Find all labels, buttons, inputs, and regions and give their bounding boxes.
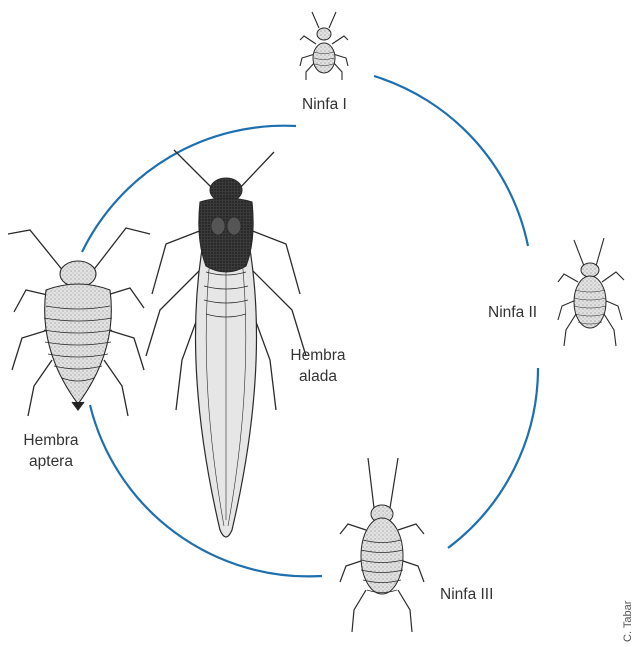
- label-hembra-alada: Hembra alada: [282, 345, 354, 387]
- label-ninfa-2: Ninfa II: [488, 302, 537, 323]
- cycle-arcs: [82, 76, 538, 576]
- label-ninfa-1: Ninfa I: [302, 94, 347, 115]
- hembra-alada-illustration: [146, 150, 306, 537]
- ninfa-3-illustration: [340, 458, 424, 632]
- hembra-aptera-illustration: [8, 228, 150, 416]
- ninfa-1-illustration: [300, 12, 348, 80]
- image-credit: C. Tabar: [622, 601, 634, 642]
- label-ninfa-3: Ninfa III: [440, 584, 493, 605]
- arc-ninfa2-to-ninfa3: [448, 368, 538, 548]
- label-hembra-aptera-line1: Hembra: [18, 430, 84, 451]
- label-hembra-aptera-line2: aptera: [18, 451, 84, 472]
- label-hembra-alada-line1: Hembra: [282, 345, 354, 366]
- label-hembra-alada-line2: alada: [282, 366, 354, 387]
- ninfa-2-illustration: [558, 238, 624, 346]
- arc-hembra-aptera-to-ninfa1: [82, 126, 296, 252]
- arc-ninfa1-to-ninfa2: [374, 76, 528, 246]
- label-hembra-aptera: Hembra aptera: [18, 430, 84, 472]
